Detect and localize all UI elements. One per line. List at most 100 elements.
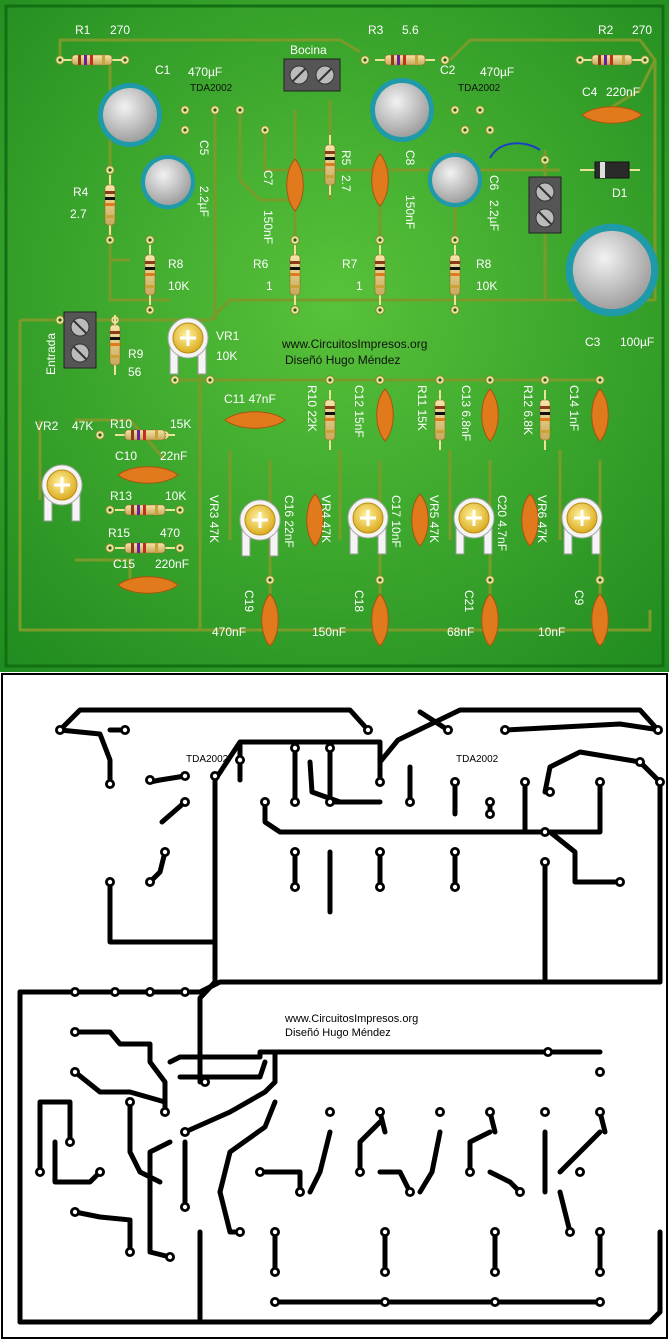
jumper-wire (489, 142, 541, 159)
label-c7: C7 (261, 170, 275, 186)
label-r3: R3 (368, 23, 384, 37)
label-r7: R7 (342, 257, 358, 271)
label-c14: C14 1nF (567, 385, 581, 431)
electrolytic-capacitor-icon (427, 152, 483, 208)
label-c12: C12 15nF (352, 385, 366, 438)
label-d1: D1 (612, 186, 628, 200)
label-c19: C19 (242, 590, 256, 612)
label-c6-value: 2.2µF (487, 200, 501, 231)
label-r10-22k: R10 22K (305, 385, 319, 432)
label-r9-value: 56 (128, 365, 142, 379)
diode-icon (580, 161, 640, 179)
label-r6-value: 1 (266, 279, 273, 293)
label-c8-value: 150nF (403, 195, 417, 229)
label-vr1-value: 10K (216, 349, 237, 363)
label-r1: R1 (75, 23, 91, 37)
pcb-label-designer: Diseñó Hugo Méndez (285, 1027, 391, 1039)
label-r8-left-value: 10K (168, 279, 189, 293)
pcb-substrate (0, 0, 669, 672)
label-r6: R6 (253, 257, 269, 271)
terminal-block-icon (283, 58, 341, 92)
label-r4-value: 2.7 (70, 207, 87, 221)
label-r11: R11 15K (415, 385, 429, 431)
label-c18: C18 (352, 590, 366, 612)
electrolytic-capacitor-icon (98, 83, 162, 147)
label-r1-value: 270 (110, 23, 130, 37)
label-c21-value: 68nF (447, 625, 474, 639)
label-r8-left: R8 (168, 257, 184, 271)
label-vr2: VR2 (35, 419, 59, 433)
label-c1-value: 470µF (188, 65, 222, 79)
label-c9: C9 (572, 590, 586, 606)
label-r13: R13 (110, 489, 132, 503)
copper-layout: TDA2002 TDA2002 www.CircuitosImpresos.or… (0, 672, 669, 1340)
label-r8-right-value: 10K (476, 279, 497, 293)
label-c17: C17 10nF (389, 495, 403, 548)
label-c21: C21 (462, 590, 476, 612)
label-c20: C20 4.7nF (495, 495, 509, 551)
copper-tracks (17, 707, 663, 1325)
label-c15: C15 (113, 557, 135, 571)
electrolytic-capacitor-icon (370, 78, 434, 142)
label-c16: C16 22nF (282, 495, 296, 548)
label-c3: C3 (585, 335, 601, 349)
label-c4-value: 220nF (606, 85, 640, 99)
label-r10-value: 15K (170, 417, 191, 431)
label-vr6: VR6 47K (535, 495, 549, 543)
label-r2: R2 (598, 23, 614, 37)
electrolytic-capacitor-icon (140, 154, 196, 210)
terminal-block-icon (528, 176, 562, 234)
label-r15-value: 470 (160, 526, 180, 540)
electrolytic-capacitor-icon (565, 223, 659, 317)
label-r8-right: R8 (476, 257, 492, 271)
component-board: R1 270 R3 5.6 R2 270 Bocina C1 470µF TDA… (0, 0, 669, 672)
label-vr5: VR5 47K (427, 495, 441, 543)
label-bocina: Bocina (290, 43, 327, 57)
label-c18-value: 150nF (312, 625, 346, 639)
label-c5: C5 (197, 140, 211, 156)
label-r5: R5 (339, 150, 353, 166)
label-c5-value: 2.2µF (197, 186, 211, 217)
label-c15-value: 220nF (155, 557, 189, 571)
label-r7-value: 1 (356, 279, 363, 293)
label-c6: C6 (487, 175, 501, 191)
label-c1: C1 (155, 63, 171, 77)
label-r9: R9 (128, 347, 144, 361)
label-vr3: VR3 47K (207, 495, 221, 543)
label-r4: R4 (73, 185, 89, 199)
label-c13: C13 6.8nF (459, 385, 473, 441)
board-outline (4, 4, 665, 668)
label-entrada: Entrada (44, 333, 58, 375)
label-vr2-value: 47K (72, 419, 93, 433)
label-r13-value: 10K (165, 489, 186, 503)
label-r3-value: 5.6 (402, 23, 419, 37)
label-tda-right: TDA2002 (458, 83, 501, 94)
label-c19-value: 470nF (212, 625, 246, 639)
label-site: www.CircuitosImpresos.org (281, 337, 427, 351)
label-r5-value: 2.7 (339, 175, 353, 192)
label-c7-value: 150nF (261, 210, 275, 244)
label-c3-value: 100µF (620, 335, 654, 349)
label-r15: R15 (108, 526, 130, 540)
label-c2-value: 470µF (480, 65, 514, 79)
label-c8: C8 (403, 150, 417, 166)
pcb-label-tda-right: TDA2002 (456, 754, 499, 765)
label-c9-value: 10nF (538, 625, 565, 639)
pcb-label-site: www.CircuitosImpresos.org (284, 1013, 418, 1025)
label-tda-left: TDA2002 (190, 83, 233, 94)
label-c4: C4 (582, 85, 598, 99)
label-r10: R10 (110, 417, 132, 431)
label-r2-value: 270 (632, 23, 652, 37)
pcb-layout-background (0, 672, 669, 1340)
label-r12: R12 6.8K (521, 385, 535, 435)
pcb-layout-border (1, 673, 668, 1339)
label-vr4: VR4 47K (319, 495, 333, 543)
label-designer: Diseñó Hugo Méndez (285, 353, 400, 367)
label-c10: C10 (115, 449, 137, 463)
terminal-block-icon (63, 311, 97, 369)
label-c2: C2 (440, 63, 456, 77)
pcb-label-tda-left: TDA2002 (186, 754, 229, 765)
label-c10-value: 22nF (160, 449, 187, 463)
label-c11: C11 47nF (224, 392, 276, 406)
label-vr1: VR1 (216, 329, 240, 343)
